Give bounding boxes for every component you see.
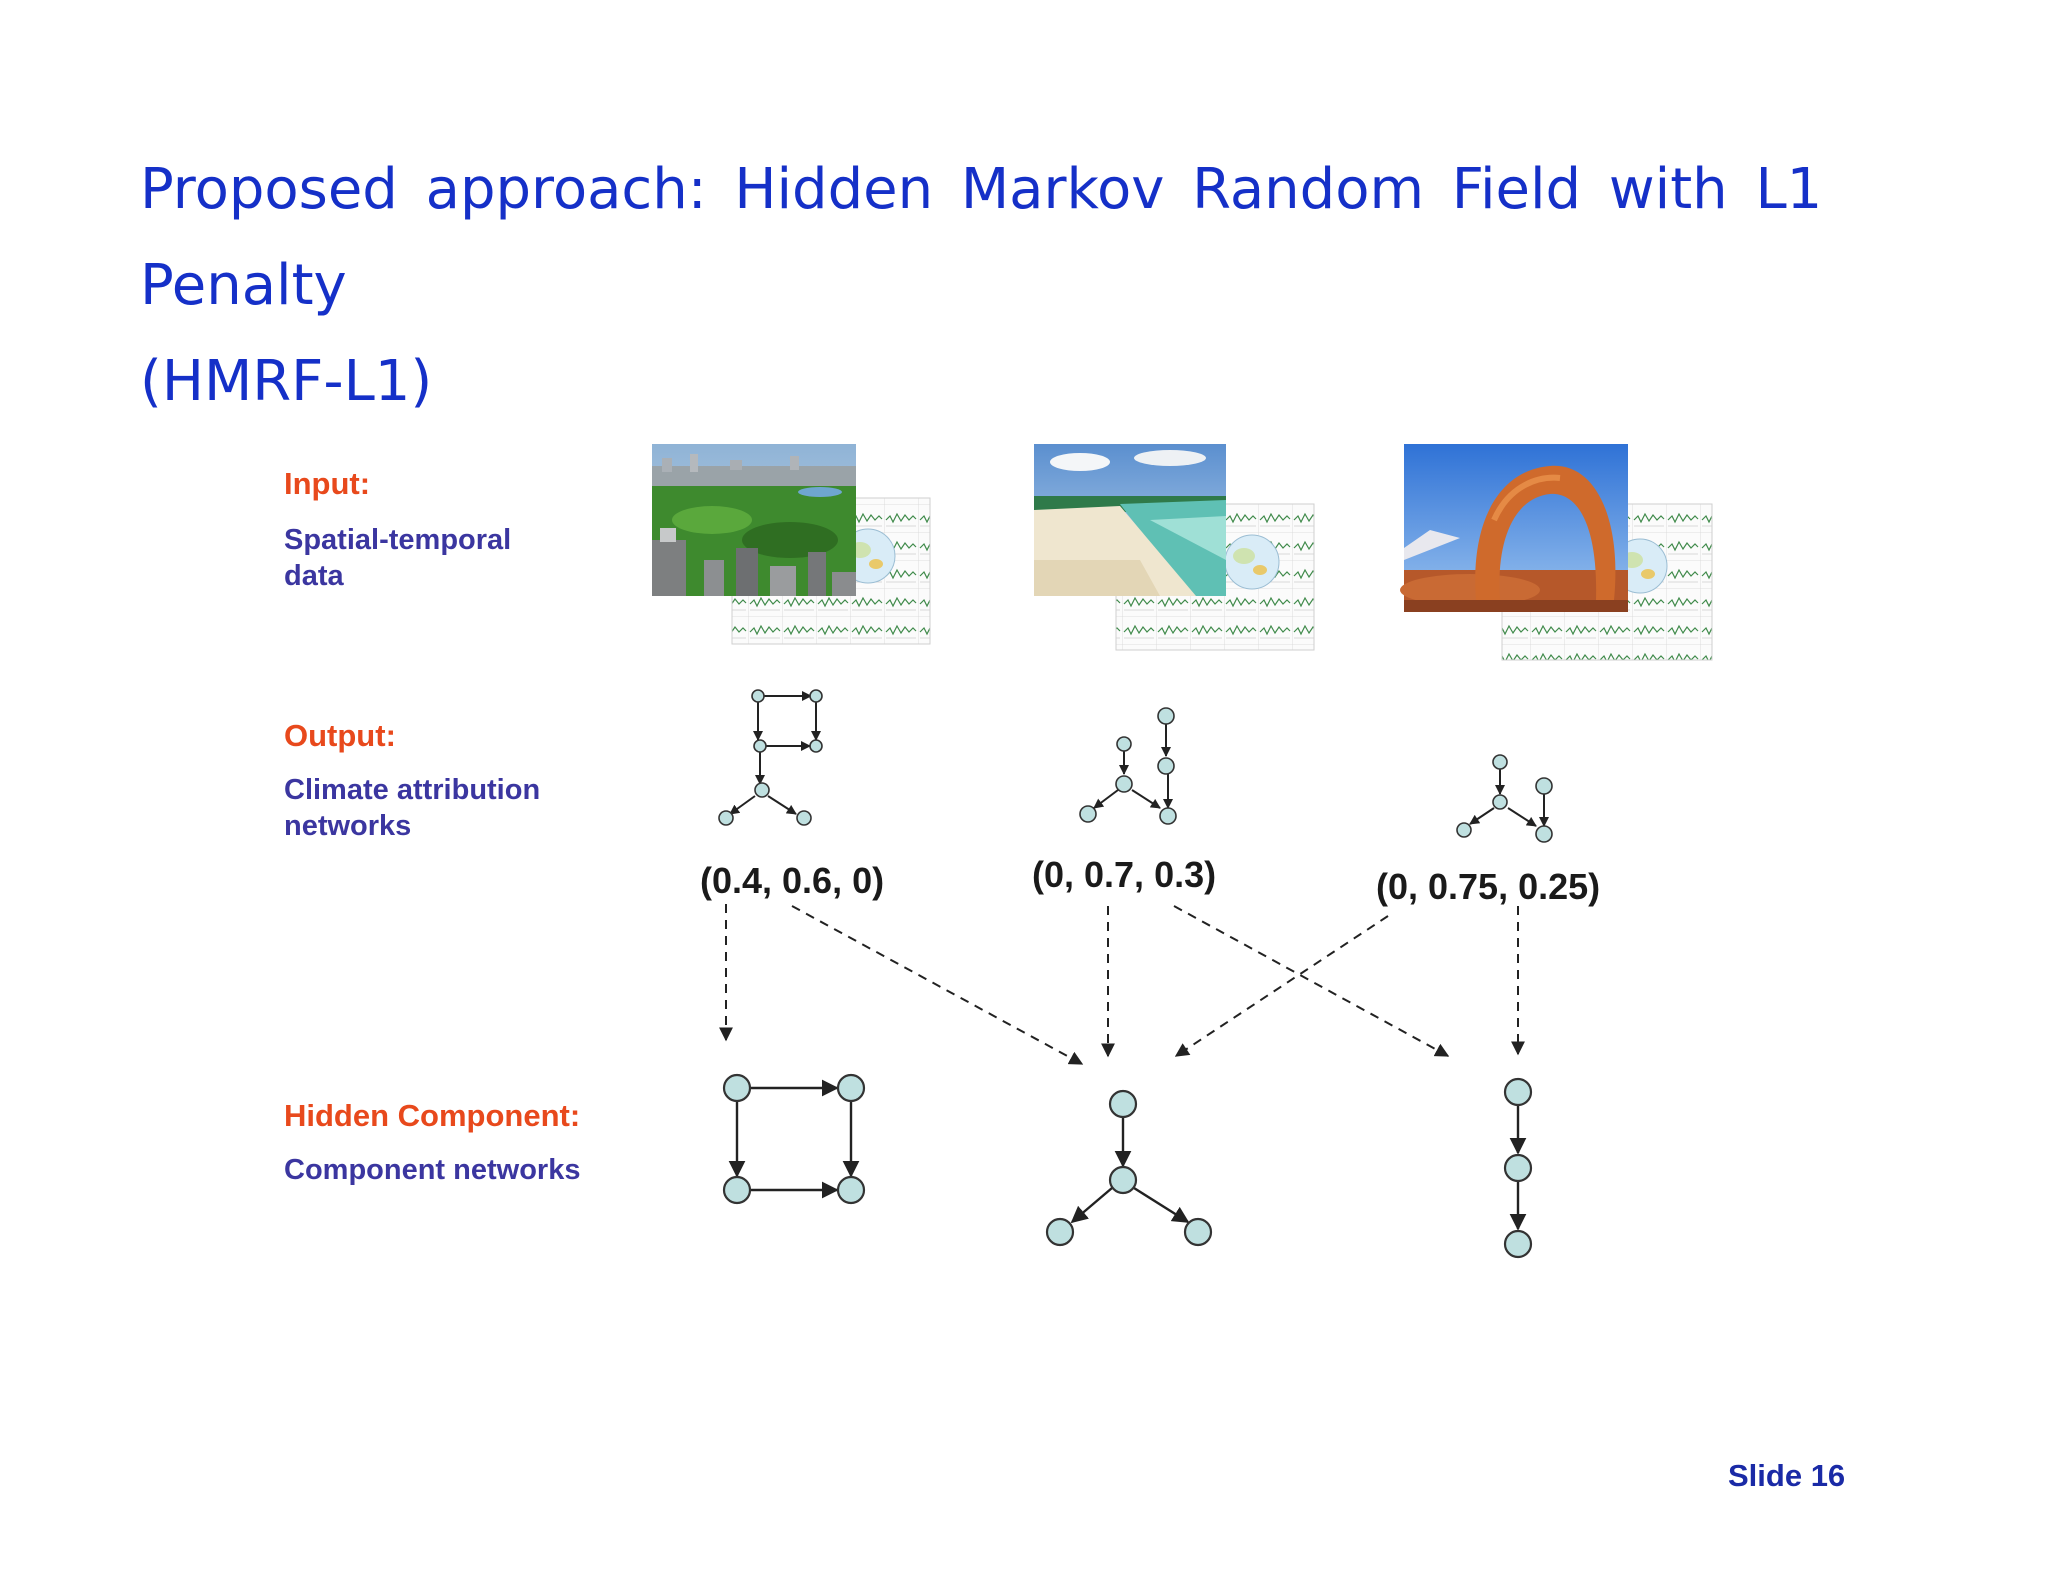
input-desc-line-1: Spatial-temporal (284, 524, 512, 556)
hidden-component-network-2 (1045, 1089, 1213, 1247)
city-park-photo (652, 444, 856, 596)
network-node (809, 689, 823, 703)
input-thumbnail-1 (652, 444, 931, 645)
weight-tuple-1: (0.4, 0.6, 0) (700, 860, 885, 901)
network-node (1159, 807, 1177, 825)
output-description: Climate attribution networks (284, 772, 540, 844)
network-node (754, 782, 770, 798)
input-description: Spatial-temporal data (284, 522, 511, 594)
network-node (1535, 825, 1553, 843)
output-network-3 (1456, 754, 1553, 843)
weight-tuple-3: (0, 0.75, 0.25) (1376, 866, 1601, 907)
mix-arrow-3-to-b (1174, 915, 1389, 1057)
hidden-description: Component networks (284, 1154, 581, 1186)
input-desc-line-2: data (284, 560, 344, 592)
network-node (1115, 775, 1133, 793)
output-network-1 (718, 689, 823, 826)
network-node (751, 689, 765, 703)
mixing-arrows (719, 904, 1525, 1065)
hidden-component-network-1 (722, 1073, 866, 1205)
network-node (753, 739, 767, 753)
beach-photo (1034, 444, 1226, 596)
network-node (836, 1175, 866, 1205)
output-desc-line-2: networks (284, 810, 412, 842)
title-line-1: Proposed approach: Hidden Markov Random … (140, 157, 1823, 318)
network-node (1535, 777, 1553, 795)
title-line-2: (HMRF-L1) (140, 349, 433, 414)
network-node (809, 739, 823, 753)
network-node (1503, 1077, 1533, 1107)
network-node (1492, 754, 1508, 770)
network-node (836, 1073, 866, 1103)
output-network-2 (1079, 707, 1177, 825)
desert-arch-photo (1400, 444, 1628, 612)
input-thumbnail-3 (1400, 444, 1713, 661)
network-node (1157, 707, 1175, 725)
network-node (1108, 1089, 1138, 1119)
output-heading: Output: (284, 718, 396, 753)
network-node (1503, 1153, 1533, 1183)
network-node (1079, 805, 1097, 823)
network-node (1045, 1217, 1075, 1247)
weight-tuple-2: (0, 0.7, 0.3) (1032, 854, 1217, 895)
network-node (718, 810, 734, 826)
input-heading: Input: (284, 466, 371, 501)
hidden-heading: Hidden Component: (284, 1098, 581, 1133)
slide-number: Slide 16 (1728, 1458, 1846, 1493)
network-node (1456, 822, 1472, 838)
globe-icon (1224, 534, 1280, 590)
output-desc-line-1: Climate attribution (284, 774, 541, 806)
network-node (1503, 1229, 1533, 1259)
mix-arrow-1-to-b (791, 905, 1084, 1065)
network-node (1116, 736, 1132, 752)
network-node (1183, 1217, 1213, 1247)
slide-title: Proposed approach: Hidden Markov Random … (140, 142, 1900, 430)
network-node (722, 1073, 752, 1103)
mix-arrow-2-to-c (1173, 905, 1450, 1057)
network-node (796, 810, 812, 826)
hidden-component-network-3 (1503, 1077, 1533, 1259)
network-node (1108, 1165, 1138, 1195)
network-node (1157, 757, 1175, 775)
input-thumbnail-2 (1034, 444, 1315, 651)
network-node (722, 1175, 752, 1205)
network-node (1492, 794, 1508, 810)
